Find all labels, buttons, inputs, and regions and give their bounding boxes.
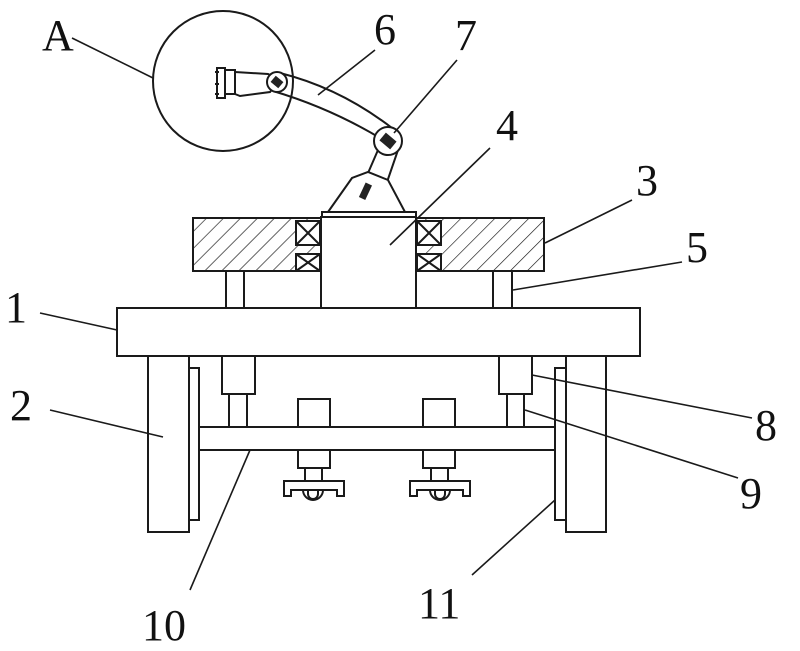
label-8: 8 [755, 401, 777, 450]
support-legs-5 [225, 270, 513, 309]
detail-circle-a [152, 10, 294, 152]
label-4: 4 [496, 101, 518, 150]
arm-6 [266, 71, 393, 139]
piston-rods-9 [228, 393, 525, 428]
caster-left [283, 398, 345, 501]
leader-lines [39, 37, 753, 591]
joint-7 [373, 126, 403, 156]
label-7: 7 [455, 11, 477, 60]
label-1: 1 [5, 283, 27, 332]
column-4 [320, 216, 417, 309]
cylinders-8 [221, 355, 533, 395]
platform-1 [116, 307, 641, 357]
arm-base-mount [321, 149, 417, 218]
label-10: 10 [142, 601, 186, 650]
bearings [295, 220, 442, 272]
label-2: 2 [10, 381, 32, 430]
label-3: 3 [636, 156, 658, 205]
label-6: 6 [374, 5, 396, 54]
label-11: 11 [418, 579, 460, 628]
label-9: 9 [740, 469, 762, 518]
wheels-2 [147, 355, 607, 533]
caster-right [409, 398, 471, 501]
beam-10 [198, 426, 556, 451]
label-5: 5 [686, 223, 708, 272]
label-a: A [42, 11, 74, 60]
